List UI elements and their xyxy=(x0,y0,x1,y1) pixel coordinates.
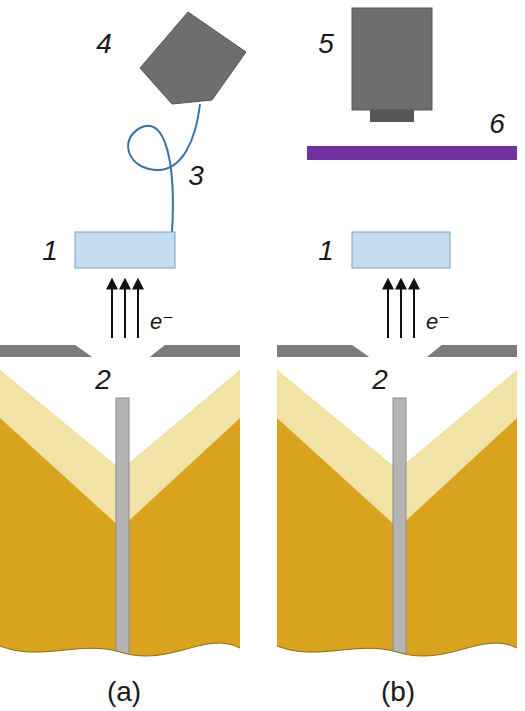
optical-filter xyxy=(307,146,517,160)
particle-label: e⁻ xyxy=(426,311,450,333)
emitter xyxy=(277,345,517,678)
callout-number: 1 xyxy=(42,237,58,265)
callout-number: 6 xyxy=(489,110,505,138)
electron-beam xyxy=(388,280,414,338)
particle-label: e⁻ xyxy=(150,311,174,333)
electron-beam xyxy=(112,280,138,338)
callout-number: 4 xyxy=(96,30,112,58)
panel-label: (b) xyxy=(381,678,415,706)
panel-label: (a) xyxy=(107,678,141,706)
scintillator-crystal xyxy=(352,232,450,268)
callout-number: 5 xyxy=(318,30,334,58)
spectrometer xyxy=(140,12,246,104)
scintillator-crystal xyxy=(75,232,175,268)
camera-lens xyxy=(370,110,414,122)
callout-number: 2 xyxy=(95,366,111,394)
callout-number: 1 xyxy=(318,237,334,265)
camera xyxy=(352,8,432,110)
emitter xyxy=(0,345,240,678)
callout-number: 2 xyxy=(372,366,388,394)
callout-number: 3 xyxy=(188,162,204,190)
